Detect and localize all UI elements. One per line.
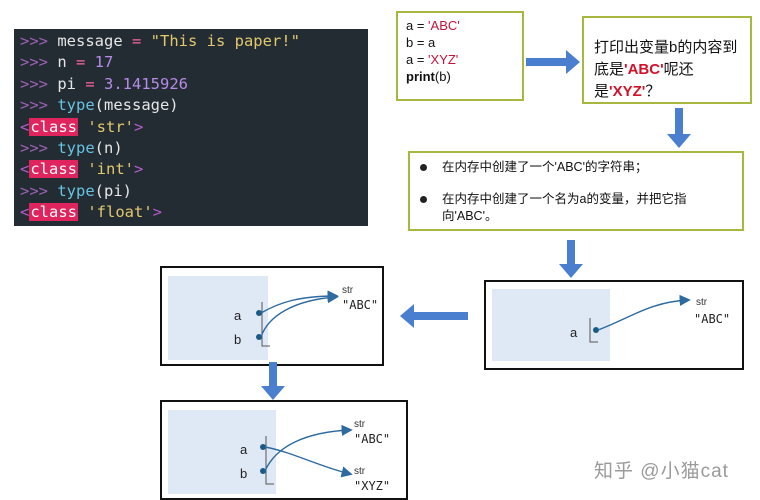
pointer-a-to-abc <box>589 294 691 343</box>
question-text: 打印出变量b的内容到底是'ABC'呢还是'XYZ'？ <box>594 39 738 100</box>
code-snippet-box: a = 'ABC' b = a a = 'XYZ' print(b) <box>396 11 524 101</box>
pointer-a-to-xyz <box>260 436 353 485</box>
python-terminal: >>> message = "This is paper!" >>> n = 1… <box>14 29 368 226</box>
variable-area <box>168 276 268 360</box>
pointer-b-to-abc <box>256 292 339 340</box>
variable-a-label: a <box>570 325 578 340</box>
explanation-box: 在内存中创建了一个'ABC'的字符串； 在内存中创建了一个名为a的变量，并把它指… <box>408 151 744 231</box>
variable-area <box>168 410 276 494</box>
str-type-tag: str <box>354 419 366 430</box>
pointer-b-to-abc <box>260 424 353 474</box>
flow-arrow-down <box>261 362 285 400</box>
terminal-output: <class 'str'> <box>20 117 144 136</box>
bullet-dot-icon <box>420 164 427 171</box>
string-abc: "ABC" <box>694 312 731 326</box>
terminal-line: >>> n = 17 <box>20 53 114 72</box>
pointer-a-to-abc <box>256 290 339 347</box>
memory-panel-a-only: a str "ABC" <box>484 280 744 370</box>
string-abc: "ABC" <box>354 432 391 446</box>
variable-b-label: b <box>240 466 248 481</box>
str-type-tag: str <box>342 285 354 296</box>
flow-arrow-down <box>667 108 691 148</box>
variable-a-label: a <box>234 308 242 323</box>
terminal-output: <class 'float'> <box>20 203 163 222</box>
string-abc: "ABC" <box>342 298 379 312</box>
code-line: b = a <box>406 35 436 50</box>
str-type-tag: str <box>354 466 366 477</box>
code-line: print(b) <box>406 69 451 84</box>
terminal-output: <class 'int'> <box>20 160 144 179</box>
string-xyz: "XYZ" <box>354 479 391 493</box>
question-box: 打印出变量b的内容到底是'ABC'呢还是'XYZ'？ <box>582 16 752 104</box>
terminal-line: >>> type(n) <box>20 139 123 157</box>
variable-a-label: a <box>240 442 248 457</box>
flow-arrow-right <box>526 50 580 74</box>
code-line: a = 'XYZ' <box>406 52 459 67</box>
flow-arrow-left <box>400 304 468 328</box>
str-type-tag: str <box>696 297 708 308</box>
terminal-line: >>> type(message) <box>20 96 179 115</box>
bullet-dot-icon <box>420 196 427 203</box>
terminal-line: >>> message = "This is paper!" <box>20 32 300 50</box>
memory-panel-final: a b str "ABC" str "XYZ" <box>160 400 408 500</box>
terminal-line: >>> pi = 3.1415926 <box>20 74 188 93</box>
watermark: 知乎 @小猫cat <box>594 461 729 482</box>
flow-arrow-down <box>559 240 583 278</box>
variable-b-label: b <box>234 332 242 347</box>
terminal-line: >>> type(pi) <box>20 181 132 200</box>
code-line: a = 'ABC' <box>406 18 460 33</box>
